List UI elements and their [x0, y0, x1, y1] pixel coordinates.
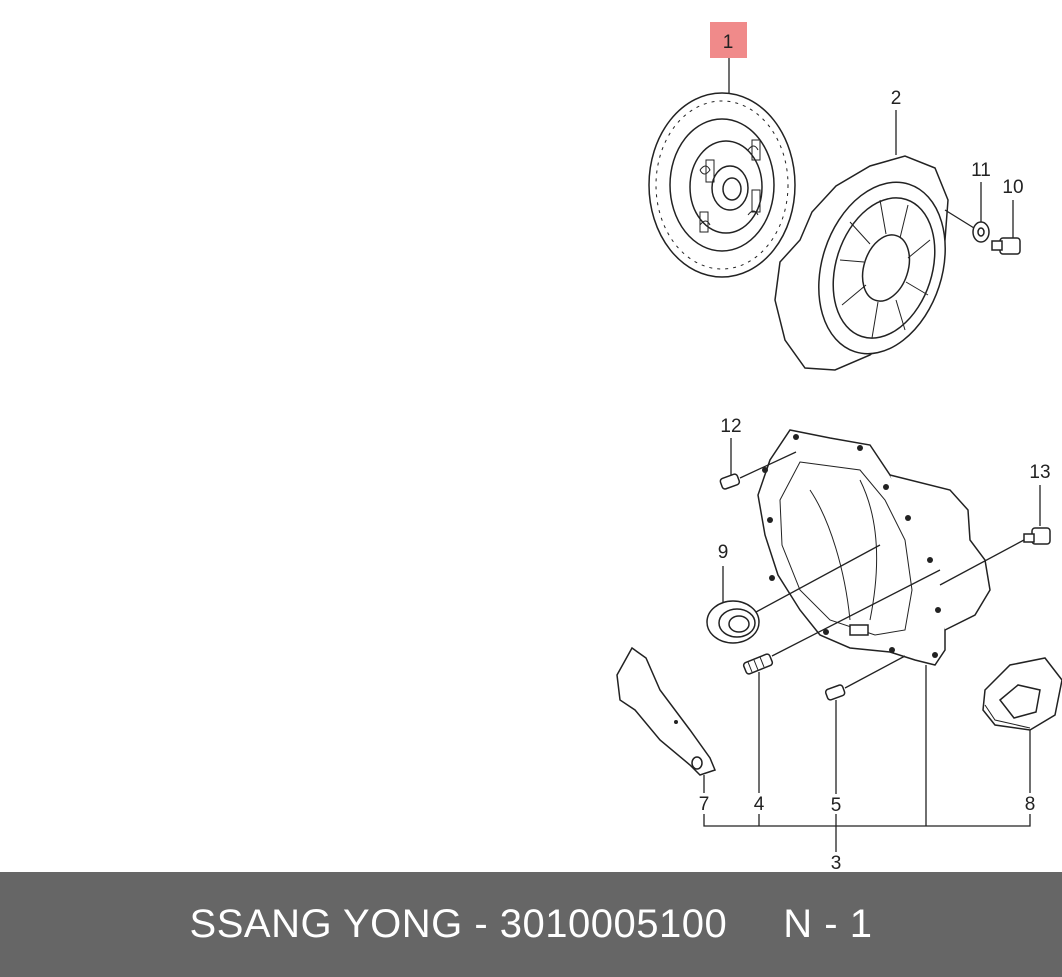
- callout-5: 5: [831, 795, 842, 816]
- part-number-footer: SSANG YONG - 3010005100 N - 1: [0, 872, 1062, 977]
- callout-3-bracket: [703, 665, 1031, 852]
- pressure-plate: [774, 155, 949, 371]
- pivot-stud: [742, 653, 774, 675]
- callout-3: 3: [831, 853, 842, 872]
- callout-1-highlight: [710, 22, 747, 58]
- dowel-pin-top: [719, 473, 741, 490]
- callout-8: 8: [1025, 794, 1036, 815]
- callout-9: 9: [718, 542, 729, 563]
- clutch-disc: [648, 92, 796, 278]
- callout-10: 10: [1002, 177, 1023, 198]
- clutch-housing: [757, 429, 991, 666]
- insulator-pad: [982, 657, 1062, 731]
- callout-7: 7: [699, 794, 710, 815]
- housing-bolt: [1023, 527, 1051, 545]
- bolt: [991, 237, 1021, 255]
- callout-2: 2: [891, 88, 902, 109]
- washer: [972, 221, 990, 243]
- dowel-pin-bottom: [824, 684, 846, 701]
- callout-4: 4: [754, 794, 765, 815]
- callout-11: 11: [971, 160, 991, 181]
- callout-1: 1: [723, 32, 734, 53]
- release-fork: [616, 646, 717, 776]
- position-label: N - 1: [783, 902, 873, 946]
- brand-part-number: SSANG YONG - 3010005100: [189, 902, 728, 946]
- callout-13: 13: [1029, 462, 1050, 483]
- clutch-parts-diagram: 1 2 11 10: [616, 22, 1062, 872]
- callout-12: 12: [720, 416, 741, 437]
- release-bearing: [706, 600, 760, 644]
